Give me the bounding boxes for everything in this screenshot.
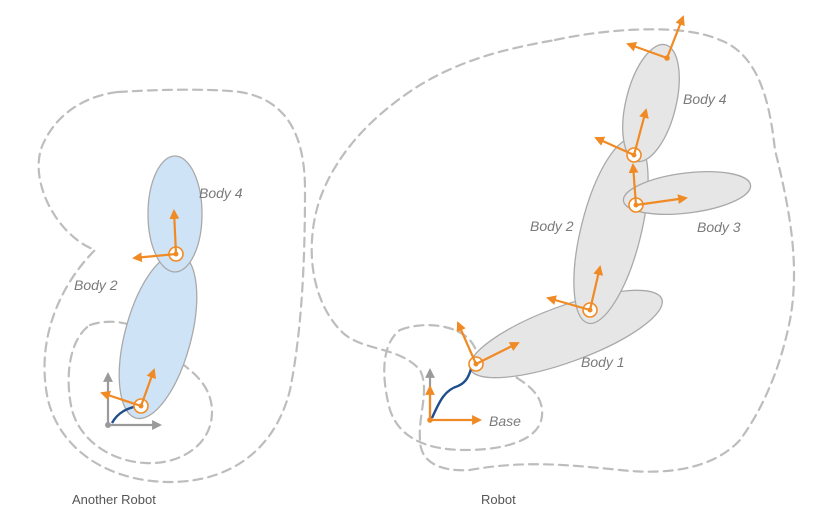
frame-base	[425, 368, 482, 425]
robot-body3	[622, 171, 752, 215]
grey-origin-dot	[105, 422, 111, 428]
another-robot: Body 4 Body 2 Another Robot	[37, 88, 307, 507]
another-robot-boundary	[37, 88, 307, 484]
another-robot-caption: Another Robot	[72, 492, 156, 507]
robot-caption: Robot	[481, 492, 516, 507]
another-robot-body2-label: Body 2	[74, 277, 118, 293]
frame-body4-tip	[626, 15, 685, 61]
robot-body3-label: Body 3	[697, 219, 741, 235]
robot-body4-label: Body 4	[683, 91, 727, 107]
robot: Body 4 Body 3 Body 2 Body 1 Base Robot	[310, 15, 796, 507]
robot-boundary	[310, 28, 796, 473]
robot-base-boundary	[383, 324, 544, 452]
robot-base-label: Base	[489, 413, 521, 429]
frame-body2-joint	[100, 368, 156, 414]
frame-body4-joint	[132, 209, 184, 263]
frame-body4-joint	[594, 108, 649, 163]
robot-joint-curve	[430, 365, 474, 419]
frame-body2	[546, 265, 604, 318]
robot-body1-label: Body 1	[581, 354, 625, 370]
robot-body2-label: Body 2	[530, 218, 574, 234]
frame-body3	[628, 163, 688, 213]
robot-body1	[469, 289, 663, 379]
frame-body1	[456, 321, 520, 372]
another-robot-body4-label: Body 4	[199, 185, 243, 201]
